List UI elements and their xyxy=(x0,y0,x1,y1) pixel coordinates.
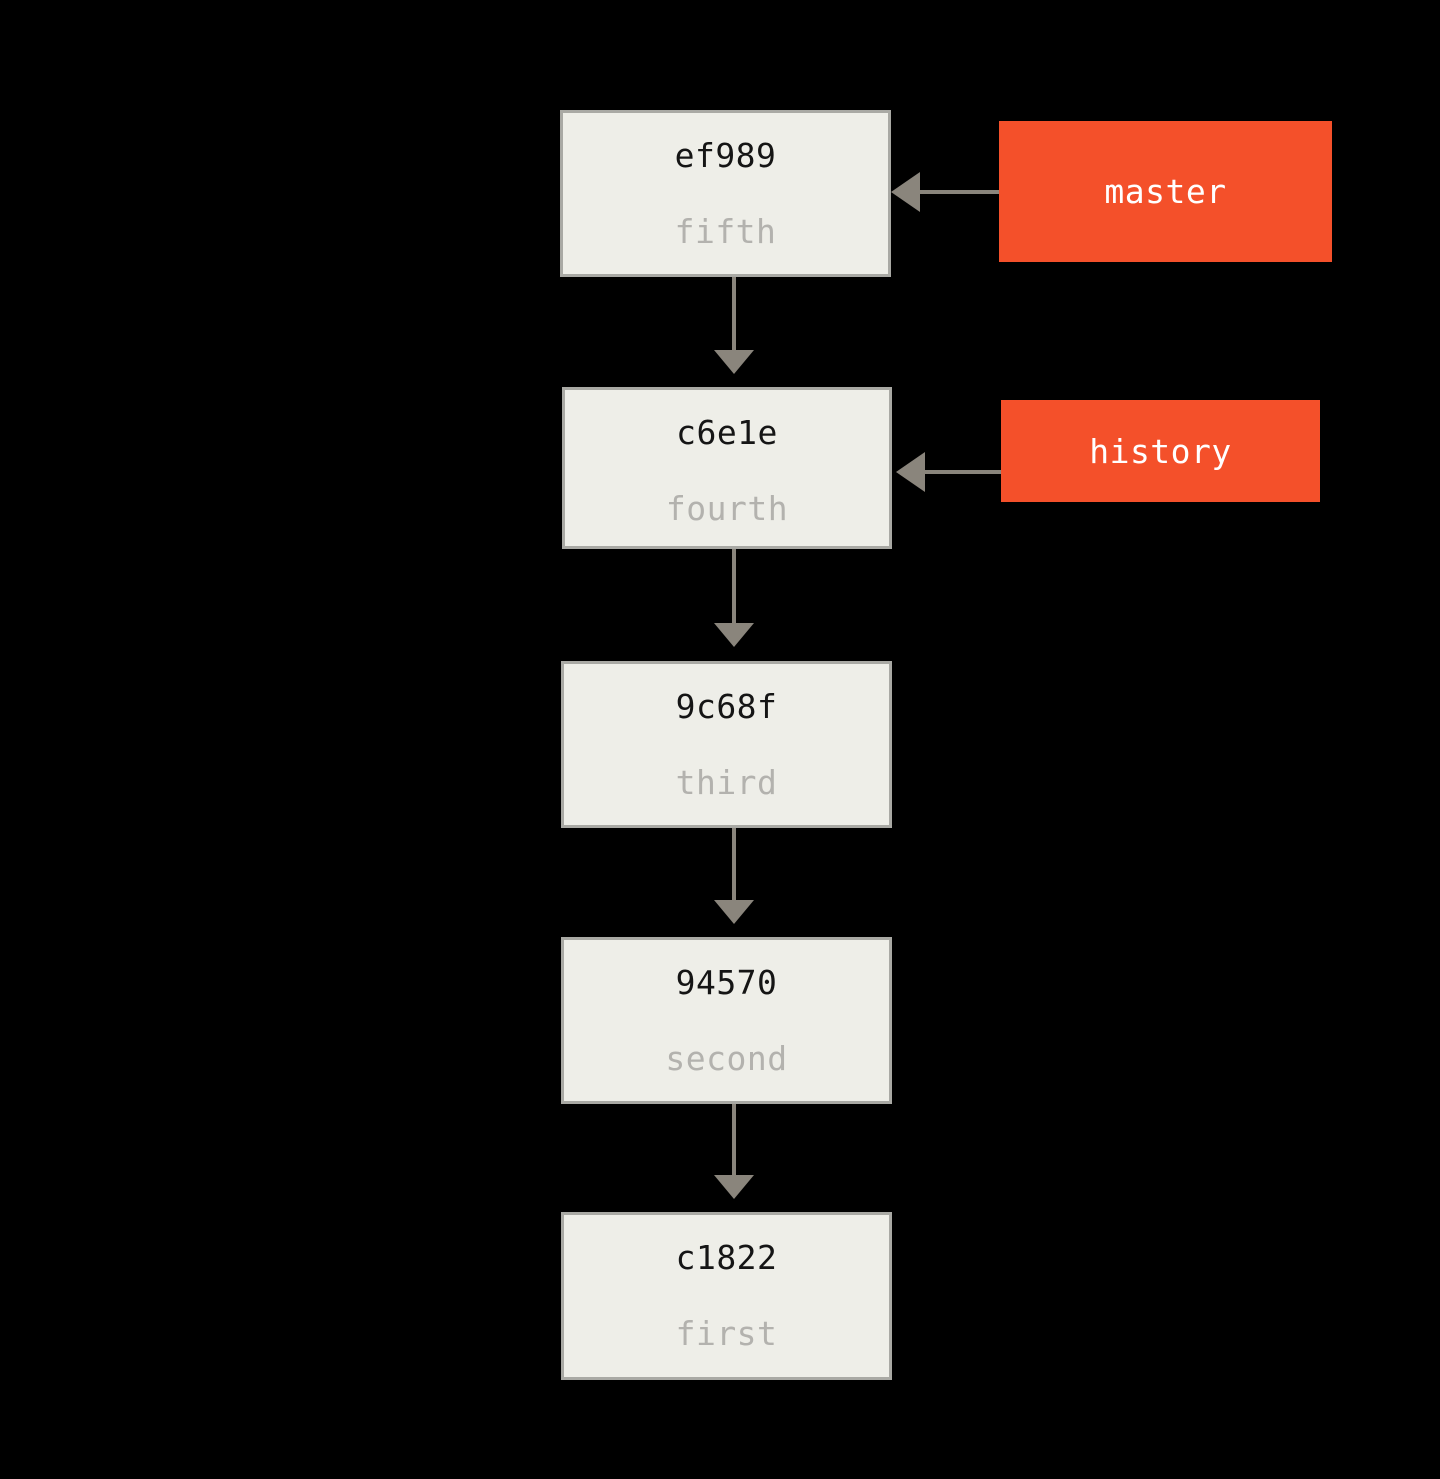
edge-history-to-c6e1e xyxy=(896,452,1001,492)
commit-hash: c6e1e xyxy=(676,413,778,452)
commit-message: third xyxy=(675,763,778,802)
branch-name: history xyxy=(1089,431,1232,471)
commit-node-c6e1e[interactable]: c6e1e fourth xyxy=(562,387,892,549)
commit-message: second xyxy=(665,1039,788,1078)
edge-94570-to-c1822 xyxy=(714,1104,754,1199)
commit-message: fifth xyxy=(674,212,777,251)
branch-label-history[interactable]: history xyxy=(1001,400,1320,502)
edge-ef989-to-c6e1e xyxy=(714,277,754,374)
edge-9c68f-to-94570 xyxy=(714,828,754,924)
commit-node-94570[interactable]: 94570 second xyxy=(561,937,892,1104)
edge-master-to-ef989 xyxy=(891,172,999,212)
commit-hash: 94570 xyxy=(675,963,778,1002)
commit-hash: c1822 xyxy=(675,1238,778,1277)
commit-node-9c68f[interactable]: 9c68f third xyxy=(561,661,892,828)
commit-node-c1822[interactable]: c1822 first xyxy=(561,1212,892,1380)
commit-node-ef989[interactable]: ef989 fifth xyxy=(560,110,891,277)
commit-message: first xyxy=(675,1314,778,1353)
commit-message: fourth xyxy=(665,489,789,528)
branch-name: master xyxy=(1104,172,1227,211)
branch-label-master[interactable]: master xyxy=(999,121,1332,262)
edge-c6e1e-to-9c68f xyxy=(714,549,754,647)
commit-hash: ef989 xyxy=(674,136,777,175)
commit-hash: 9c68f xyxy=(675,687,778,726)
